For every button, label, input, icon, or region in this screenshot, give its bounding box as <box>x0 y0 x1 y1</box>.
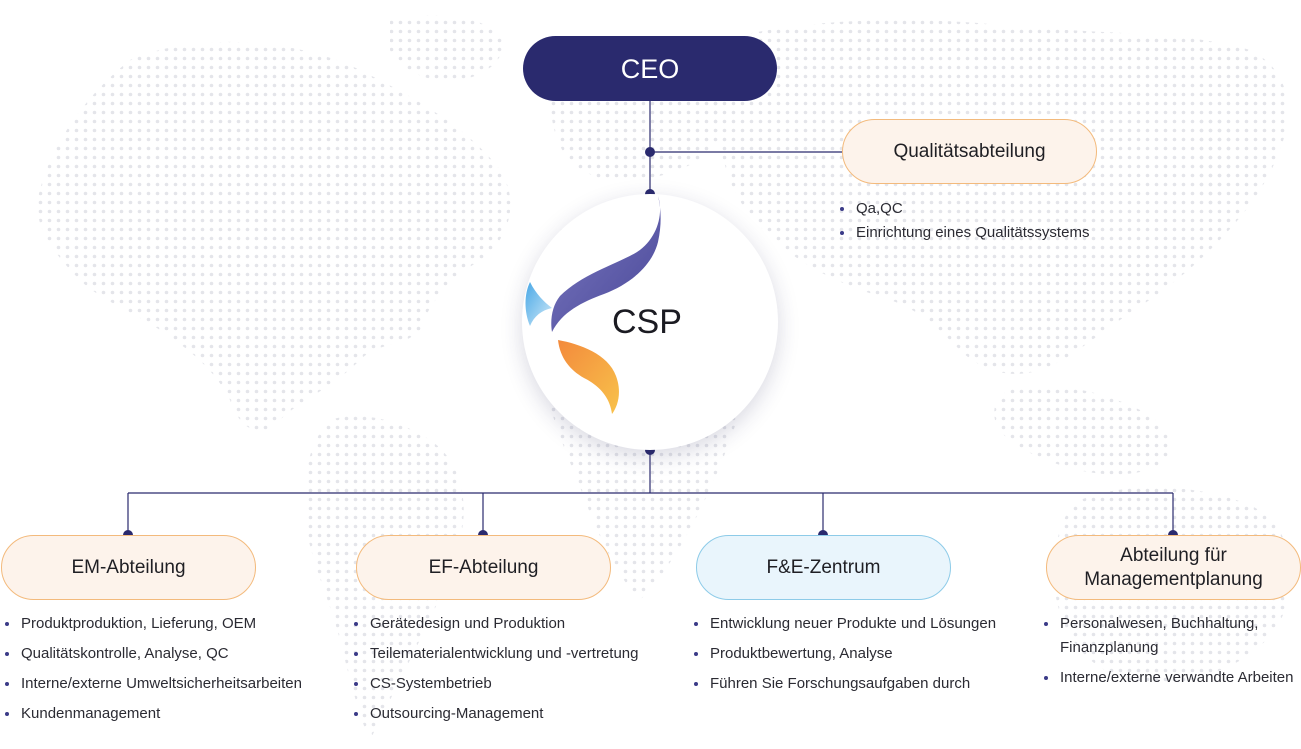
ceo-label: CEO <box>620 53 680 84</box>
list-item: CS-Systembetrieb <box>352 672 638 696</box>
list-item: Produktproduktion, Lieferung, OEM <box>3 612 302 636</box>
bullet-icon <box>840 207 844 211</box>
list-item: Outsourcing-Management <box>352 702 638 726</box>
quality-department-tasks: Qa,QC Einrichtung eines Qualitätssystems <box>838 197 1089 245</box>
bullet-icon <box>354 712 358 716</box>
bullet-icon <box>840 231 844 235</box>
bullet-icon <box>694 622 698 626</box>
ceo-node: CEO <box>523 36 777 101</box>
list-item: Gerätedesign und Produktion <box>352 612 638 636</box>
company-name: CSP <box>612 303 682 341</box>
ef-department-tasks: Gerätedesign und Produktion Teilemateria… <box>352 612 638 732</box>
management-planning-tasks: Personalwesen, Buchhaltung, Finanzplanun… <box>1042 612 1300 696</box>
rd-center-label: F&E-Zentrum <box>766 556 881 578</box>
bullet-icon <box>5 712 9 716</box>
csp-logo-icon <box>525 196 661 414</box>
bullet-icon <box>354 682 358 686</box>
em-department-tasks: Produktproduktion, Lieferung, OEM Qualit… <box>3 612 302 732</box>
management-planning-node: Abteilung für Managementplanung <box>1046 535 1301 600</box>
quality-department-node: Qualitätsabteilung <box>842 119 1097 184</box>
bullet-icon <box>5 652 9 656</box>
list-item: Produktbewertung, Analyse <box>692 642 996 666</box>
ef-department-label: EF-Abteilung <box>428 556 539 578</box>
list-item: Interne/externe verwandte Arbeiten <box>1042 666 1300 690</box>
list-item: Einrichtung eines Qualitätssystems <box>838 221 1089 245</box>
bullet-icon <box>1044 622 1048 626</box>
list-item: Führen Sie Forschungsaufgaben durch <box>692 672 996 696</box>
bullet-icon <box>5 682 9 686</box>
quality-department-label: Qualitätsabteilung <box>893 140 1046 162</box>
list-item: Qualitätskontrolle, Analyse, QC <box>3 642 302 666</box>
bullet-icon <box>694 682 698 686</box>
bullet-icon <box>5 622 9 626</box>
list-item: Qa,QC <box>838 197 1089 221</box>
management-planning-label: Abteilung für Managementplanung <box>1084 544 1263 590</box>
company-center-circle: CSP <box>522 194 778 450</box>
em-department-label: EM-Abteilung <box>71 556 186 578</box>
rd-center-tasks: Entwicklung neuer Produkte und Lösungen … <box>692 612 996 702</box>
rd-center-node: F&E-Zentrum <box>696 535 951 600</box>
list-item: Teilematerialentwicklung und -vertretung <box>352 642 638 666</box>
list-item: Entwicklung neuer Produkte und Lösungen <box>692 612 996 636</box>
ef-department-node: EF-Abteilung <box>356 535 611 600</box>
junction-dot <box>645 147 655 157</box>
list-item: Interne/externe Umweltsicherheitsarbeite… <box>3 672 302 696</box>
list-item: Kundenmanagement <box>3 702 302 726</box>
bullet-icon <box>354 652 358 656</box>
list-item: Personalwesen, Buchhaltung, Finanzplanun… <box>1042 612 1300 660</box>
bullet-icon <box>1044 676 1048 680</box>
bullet-icon <box>694 652 698 656</box>
bullet-icon <box>354 622 358 626</box>
em-department-node: EM-Abteilung <box>1 535 256 600</box>
